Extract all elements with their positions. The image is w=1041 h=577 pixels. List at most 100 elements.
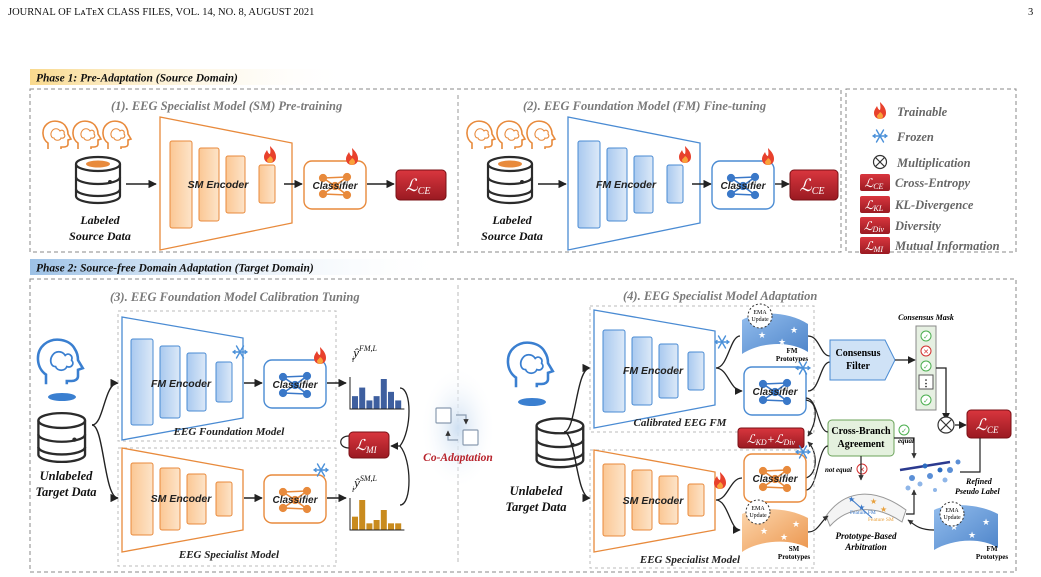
refined-pseudo-label-scatter (899, 459, 961, 492)
fm-caption: EEG Foundation Model (173, 426, 286, 438)
svg-text:ℒKD+ℒDiv: ℒKD+ℒDiv (747, 432, 796, 447)
journal-header: JOURNAL OF LᴀTᴇX CLASS FILES, VOL. 14, N… (8, 7, 314, 18)
svg-text:ℒCE: ℒCE (799, 176, 824, 197)
histogram-bar (373, 396, 380, 409)
svg-text:ℒKL: ℒKL (865, 198, 884, 213)
histogram-bar (395, 400, 402, 409)
fm-group (117, 310, 337, 442)
sm-proto-label-1: SM (789, 545, 800, 553)
legend-kl-badge: ℒKL (860, 196, 890, 213)
coadapt-label: Co-Adaptation (423, 452, 493, 464)
histogram-bar (366, 400, 373, 409)
unlabeled-target-database-icon (37, 411, 87, 464)
sm-encoder-label: SM Encoder (151, 493, 213, 505)
phase1-banner-bg (30, 69, 350, 85)
classifier-label: Classifier (752, 474, 798, 485)
svg-text:★: ★ (780, 532, 788, 542)
flame-icon (314, 347, 326, 364)
sm-caption-step4: EEG Specialist Model (639, 554, 741, 566)
svg-text:✓: ✓ (901, 427, 907, 435)
sm-encoder-step3 (121, 447, 244, 553)
fm-encoder-label: FM Encoder (151, 378, 212, 390)
phase2-banner: Phase 2: Source-free Domain Adaptation (… (36, 263, 314, 275)
histogram-bar (395, 523, 402, 530)
arrow (715, 335, 742, 391)
classifier-label: Classifier (752, 387, 798, 398)
brain-heads-icon (42, 120, 132, 150)
snowflake-icon (872, 129, 888, 143)
arrow-to-fm (91, 378, 119, 426)
svg-text:✕: ✕ (923, 348, 929, 356)
legend-diversity: Diversity (894, 219, 941, 233)
step4-data-label-1: Unlabeled (510, 484, 564, 498)
feature-sm-label: Feature SM (868, 517, 894, 523)
svg-text:★: ★ (790, 325, 798, 335)
brain-heads-icon (466, 120, 556, 150)
unlabeled-target-database-icon (535, 417, 585, 469)
svg-text:✓: ✓ (923, 363, 929, 371)
svg-text:Update: Update (943, 515, 961, 521)
sm-encoder-step1 (159, 116, 293, 251)
phase2-banner-bg (30, 259, 450, 275)
step4-data-label-2: Target Data (506, 500, 567, 514)
phase1-panel (29, 88, 842, 253)
check-icon: ✓ (898, 424, 910, 436)
db-accent (518, 398, 546, 406)
coadapt-cycle-icon (435, 407, 479, 446)
ema-badge: EMA Update (745, 499, 771, 525)
fm-proto-lower-label-2: Prototypes (976, 553, 1008, 561)
step1-data-label-2: Source Data (69, 229, 131, 243)
svg-text:★: ★ (880, 505, 887, 514)
legend-frozen: Frozen (896, 130, 934, 144)
page-number: 3 (1028, 7, 1033, 18)
snowflake-icon (714, 335, 730, 349)
histogram-bar (380, 510, 387, 530)
sm-caption: EEG Specialist Model (178, 549, 280, 561)
histogram-axis (349, 377, 405, 410)
fm-encoder-step4 (593, 309, 716, 429)
ce-loss-badge-step4: ℒCE (966, 409, 1012, 439)
svg-text:ℒMI: ℒMI (865, 239, 883, 254)
arbitration-label-2: Arbitration (844, 542, 887, 552)
consensus-mask-label: Consensus Mask (898, 313, 954, 322)
brain-head-icon (506, 341, 555, 389)
svg-text:★: ★ (760, 526, 768, 536)
svg-text:★: ★ (950, 522, 958, 532)
arrow-equal (894, 437, 917, 459)
svg-text:Update: Update (751, 317, 769, 323)
cross-icon: ✕ (856, 463, 868, 475)
fm-encoder-label: FM Encoder (596, 179, 657, 191)
svg-text:ℒCE: ℒCE (405, 176, 430, 197)
flame-icon (714, 472, 726, 489)
legend-kl: KL-Divergence (894, 198, 974, 212)
arrow (805, 441, 816, 479)
svg-text:★: ★ (968, 530, 976, 540)
legend-mi-badge: ℒMI (860, 237, 890, 254)
flame-icon (346, 148, 358, 165)
svg-text:★: ★ (792, 519, 800, 529)
svg-text:Cross-Branch: Cross-Branch (831, 426, 891, 437)
arrow-mask-to-mult (936, 367, 950, 421)
consensus-mask-column: ✓ ✕ ✓ ✓ (915, 325, 937, 411)
arbitration-plot: ★★ ★★ (825, 493, 907, 527)
consensus-filter-box: Consensus Filter (829, 339, 896, 381)
ce-loss-badge: ℒCE (789, 169, 839, 201)
histogram-bar (388, 523, 394, 530)
refined-label-2: Pseudo Label (955, 487, 1000, 496)
svg-text:★: ★ (778, 337, 786, 347)
phase2-panel (29, 278, 1017, 573)
sm-proto-label-2: Prototypes (778, 553, 810, 561)
flame-icon (762, 148, 774, 165)
equal-label: equal (898, 437, 914, 445)
snowflake-icon (313, 463, 329, 477)
fm-caption-step4: Calibrated EEG FM (634, 417, 728, 429)
classifier-label: Classifier (720, 181, 766, 192)
histogram-bar (388, 391, 394, 409)
bracket-to-consensus (807, 335, 831, 392)
histogram-bar (380, 379, 387, 409)
db-accent (498, 160, 522, 168)
ema-badge: EMA Update (747, 303, 773, 329)
classifier-label: Classifier (272, 495, 318, 506)
arrow-arbitration-to-refined (906, 489, 917, 515)
